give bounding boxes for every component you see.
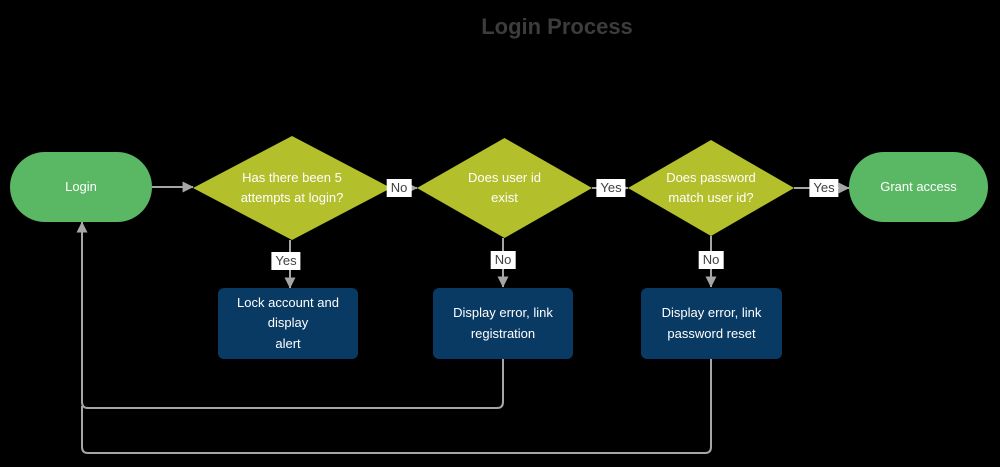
decision-user-id-label: Does user id exist bbox=[468, 169, 541, 205]
edge-label-user-id-yes: Yes bbox=[596, 179, 626, 197]
process-lock-account: Lock account and display alert bbox=[218, 288, 358, 359]
decision-user-id: Does user id exist bbox=[417, 138, 592, 238]
process-password-reset: Display error, link password reset bbox=[641, 288, 782, 359]
decision-password-label: Does password match user id? bbox=[666, 169, 756, 205]
node-grant-access: Grant access bbox=[849, 152, 988, 222]
diagram-title: Login Process bbox=[481, 14, 633, 39]
node-login: Login bbox=[10, 152, 152, 222]
decision-password: Does password match user id? bbox=[628, 140, 794, 236]
edge-label-user-id-no: No bbox=[490, 251, 516, 269]
node-login-label: Login bbox=[65, 178, 97, 194]
edge-label-attempts-yes: Yes bbox=[271, 252, 301, 270]
connector-registration-loop-to-login bbox=[76, 221, 504, 409]
edge-label-password-yes: Yes bbox=[809, 179, 839, 197]
edge-label-attempts-no: No bbox=[386, 179, 412, 197]
connector-reset-loop-to-login bbox=[81, 359, 712, 454]
process-lock-account-label: Lock account and display alert bbox=[237, 295, 339, 351]
node-grant-access-label: Grant access bbox=[880, 178, 957, 194]
process-link-registration-label: Display error, link registration bbox=[453, 305, 553, 341]
process-link-registration: Display error, link registration bbox=[433, 288, 573, 359]
decision-attempts-label: Has there been 5 attempts at login? bbox=[240, 169, 344, 205]
edge-label-password-no: No bbox=[698, 251, 724, 269]
decision-attempts: Has there been 5 attempts at login? bbox=[193, 136, 391, 240]
process-password-reset-label: Display error, link password reset bbox=[661, 305, 762, 341]
